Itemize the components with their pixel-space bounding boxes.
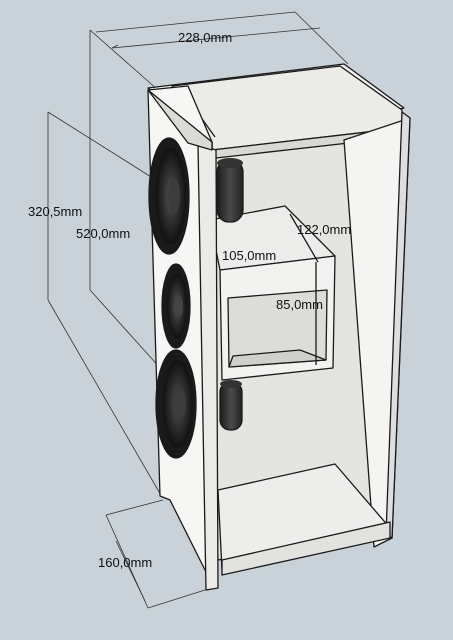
dim-depth-label: 160,0mm bbox=[98, 555, 152, 570]
shelf-opening-floor bbox=[228, 349, 327, 368]
driver-magnet-lower bbox=[219, 380, 243, 431]
midrange-driver bbox=[161, 263, 191, 349]
dim-opening-height-label: 85,0mm bbox=[276, 297, 323, 312]
dim-height-total-label: 520,0mm bbox=[76, 226, 130, 241]
dim-shelf-depth-label: 122,0mm bbox=[297, 222, 351, 237]
left-panel-front-edge bbox=[147, 89, 213, 151]
dim-width-label: 228,0mm bbox=[178, 30, 232, 45]
woofer-bottom bbox=[155, 349, 197, 459]
dim-height-upper-label: 320,5mm bbox=[28, 204, 82, 219]
woofer-top bbox=[148, 137, 190, 255]
driver-magnet-upper bbox=[216, 158, 244, 223]
bottom-panel-front bbox=[221, 521, 391, 576]
dim-shelf-width-label: 105,0mm bbox=[222, 248, 276, 263]
right-side-panel-edge bbox=[385, 111, 411, 539]
